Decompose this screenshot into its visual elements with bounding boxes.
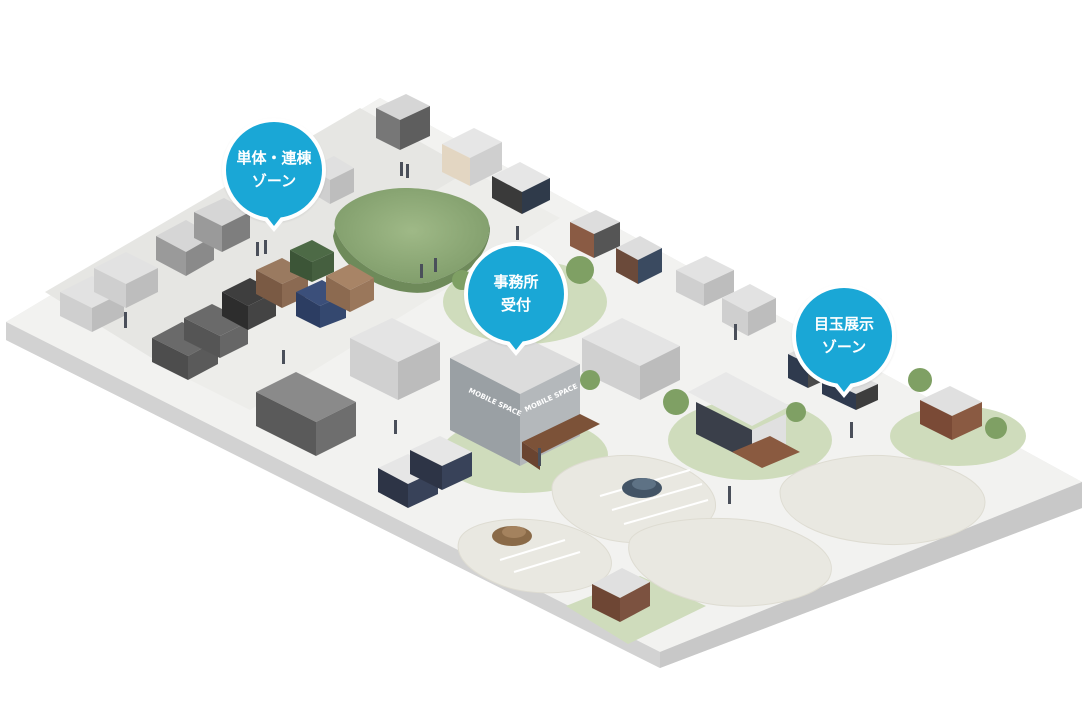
people (124, 162, 853, 504)
office-building: MOBILE SPACE MOBILE SPACE (450, 330, 600, 470)
pin-label-line2: 受付 (500, 296, 531, 314)
green-mound (333, 188, 490, 293)
pin-office-reception[interactable]: 事務所 受付 (464, 242, 568, 356)
pin-label-line2: ゾーン (821, 338, 867, 356)
pin-label-line1: 単体・連棟 (236, 149, 312, 167)
car-brown (492, 526, 532, 546)
mid-row-units (256, 318, 680, 508)
back-row-units (376, 94, 776, 336)
car-blue (622, 478, 662, 498)
pin-label-line2: ゾーン (251, 172, 297, 190)
pin-label-line1: 事務所 (493, 273, 539, 291)
showcase-house (688, 372, 800, 468)
pin-single-linked-zone[interactable]: 単体・連棟 ゾーン (222, 118, 326, 232)
pin-label-line1: 目玉展示 (813, 315, 874, 333)
parking-pads (457, 454, 986, 607)
cars (492, 478, 662, 546)
pin-showcase-zone[interactable]: 目玉展示 ゾーン (792, 284, 896, 398)
